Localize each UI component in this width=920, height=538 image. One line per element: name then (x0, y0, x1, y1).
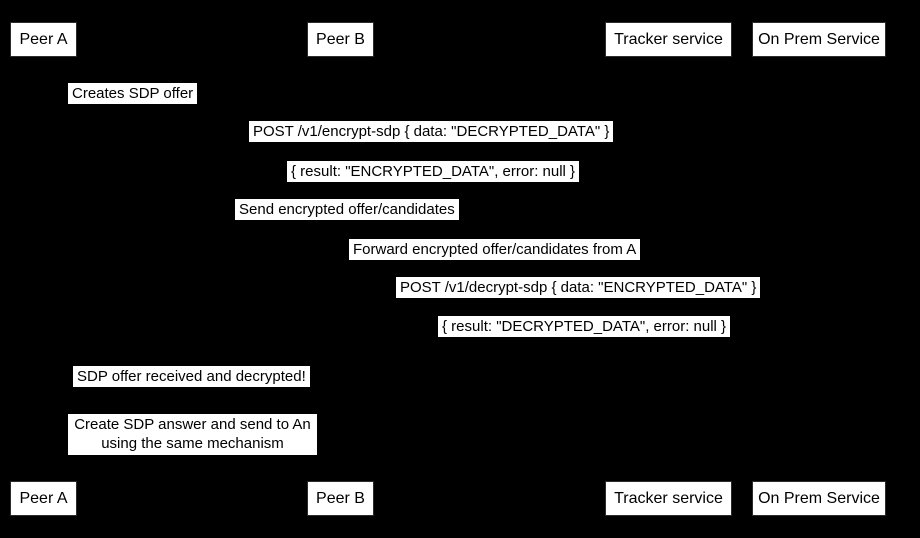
lifeline-on-prem-service (819, 57, 820, 481)
actor-peer-b-top: Peer B (307, 22, 374, 57)
note-line-2: using the same mechanism (101, 435, 284, 452)
message-encrypt-result: { result: "ENCRYPTED_DATA", error: null … (287, 161, 580, 182)
actor-tracker-service-top: Tracker service (605, 22, 732, 57)
message-creates-sdp-offer: Creates SDP offer (68, 83, 198, 104)
actor-on-prem-service-top: On Prem Service (752, 22, 886, 57)
note-create-sdp-answer: Create SDP answer and send to An using t… (68, 414, 317, 455)
actor-peer-b-bottom: Peer B (307, 481, 374, 516)
message-forward-encrypted-offer: Forward encrypted offer/candidates from … (349, 239, 641, 260)
message-send-encrypted-offer: Send encrypted offer/candidates (235, 199, 459, 220)
message-sdp-offer-received: SDP offer received and decrypted! (73, 366, 310, 387)
note-line-1: Create SDP answer and send to An (74, 416, 311, 433)
lifeline-peer-b (340, 57, 341, 481)
message-post-decrypt-sdp: POST /v1/decrypt-sdp { data: "ENCRYPTED_… (396, 277, 761, 298)
lifeline-tracker-service (668, 57, 669, 481)
lifeline-peer-a (43, 57, 44, 481)
message-decrypt-result: { result: "DECRYPTED_DATA", error: null … (438, 316, 731, 337)
actor-tracker-service-bottom: Tracker service (605, 481, 732, 516)
actor-peer-a-bottom: Peer A (10, 481, 77, 516)
actor-peer-a-top: Peer A (10, 22, 77, 57)
actor-on-prem-service-bottom: On Prem Service (752, 481, 886, 516)
message-post-encrypt-sdp: POST /v1/encrypt-sdp { data: "DECRYPTED_… (249, 121, 614, 142)
